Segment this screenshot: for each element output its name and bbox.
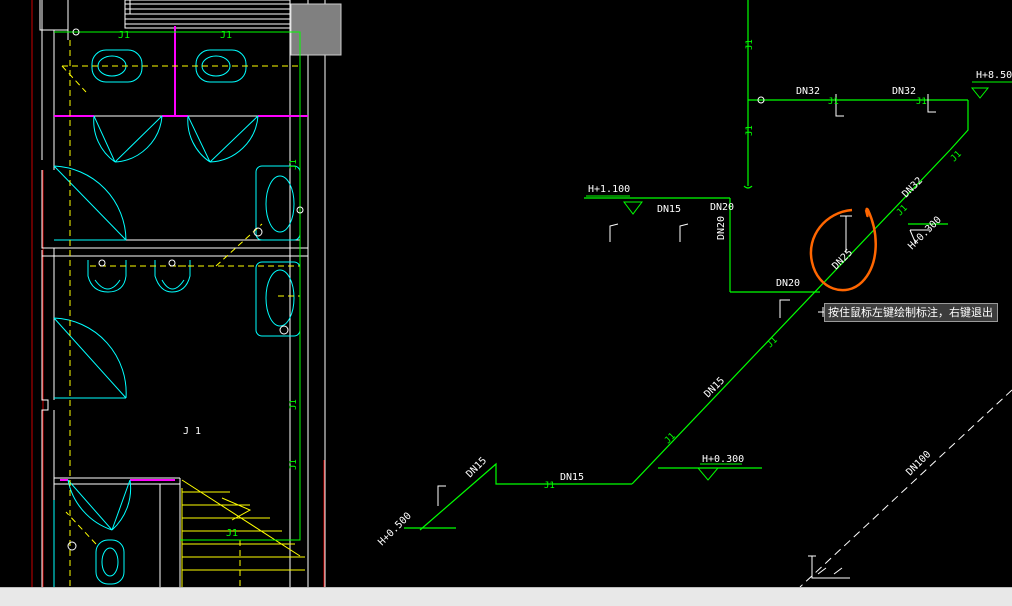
plan-pipe-labels: J1 J1 J1 J1 J1 J1 — [118, 30, 299, 539]
svg-text:J1: J1 — [663, 431, 678, 446]
elevation-markers — [586, 81, 1012, 481]
svg-text:DN20: DN20 — [716, 216, 727, 240]
svg-text:J1: J1 — [916, 97, 927, 107]
svg-text:DN15: DN15 — [464, 455, 489, 480]
svg-text:DN20: DN20 — [710, 202, 734, 213]
pipe-system-diagram: H+8.500 DN32 DN32 H+1.100 DN15 DN20 DN20… — [376, 0, 1012, 588]
svg-text:H+0.500: H+0.500 — [376, 511, 414, 549]
floor-plan: J1 J1 J1 J1 J1 J1 J 1 — [31, 0, 342, 587]
svg-text:J1: J1 — [949, 149, 964, 164]
svg-text:J1: J1 — [289, 399, 299, 410]
svg-text:J1: J1 — [765, 335, 780, 350]
toilet-fixtures — [53, 49, 301, 587]
room-tag: J 1 — [183, 426, 201, 437]
svg-text:DN15: DN15 — [560, 472, 584, 483]
svg-text:J1: J1 — [220, 30, 232, 41]
diagram-pipe-tags: J1 J1 J1 J1 J1 J1 J1 J1 J1 — [544, 39, 964, 491]
pipe-lines — [404, 0, 969, 531]
svg-text:J1: J1 — [745, 125, 755, 136]
svg-text:DN20: DN20 — [776, 278, 800, 289]
svg-text:J1: J1 — [745, 39, 755, 50]
status-bar — [0, 587, 1012, 606]
svg-text:J1: J1 — [544, 481, 555, 491]
svg-text:H+0.300: H+0.300 — [702, 454, 744, 465]
cad-drawing: J1 J1 J1 J1 J1 J1 J 1 — [31, 0, 1012, 588]
svg-text:H+0.300: H+0.300 — [906, 215, 944, 253]
svg-text:J1: J1 — [118, 30, 130, 41]
highlight-circle — [809, 207, 877, 292]
cad-canvas[interactable]: J1 J1 J1 J1 J1 J1 J 1 — [0, 0, 1012, 588]
svg-text:H+8.500: H+8.500 — [976, 70, 1012, 81]
svg-text:J1: J1 — [226, 528, 238, 539]
svg-text:DN32: DN32 — [892, 86, 916, 97]
svg-text:J1: J1 — [289, 459, 299, 470]
svg-text:DN32: DN32 — [900, 175, 925, 200]
command-tooltip: 按住鼠标左键绘制标注，右键退出 — [824, 303, 998, 322]
svg-text:DN25: DN25 — [830, 247, 855, 272]
svg-text:DN15: DN15 — [657, 204, 681, 215]
svg-text:J1: J1 — [289, 159, 299, 170]
svg-text:DN32: DN32 — [796, 86, 820, 97]
valve-symbols — [437, 94, 936, 579]
svg-text:J1: J1 — [828, 97, 839, 107]
plan-pipes — [54, 31, 301, 541]
svg-text:DN100: DN100 — [904, 449, 933, 478]
svg-text:H+1.100: H+1.100 — [588, 184, 630, 195]
